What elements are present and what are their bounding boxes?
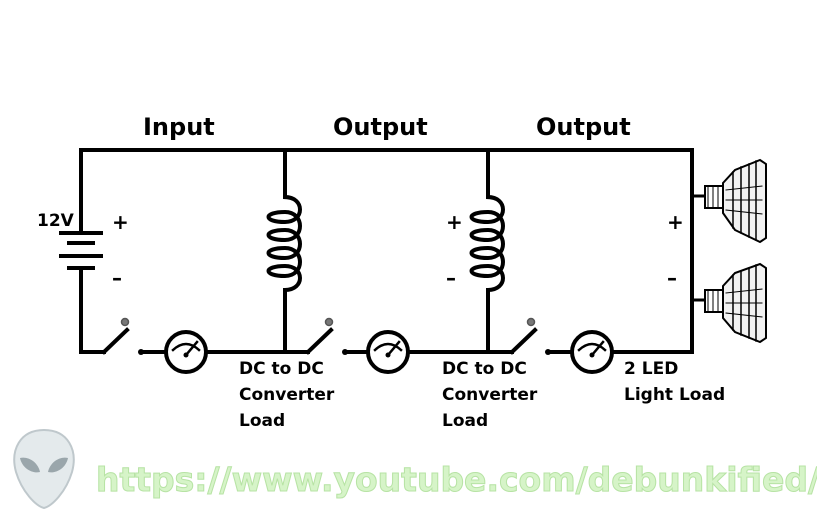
label-line: Converter bbox=[442, 385, 538, 405]
led-bulb-icon bbox=[704, 262, 767, 344]
led-bulb-icon bbox=[704, 158, 767, 244]
battery-plus-sign: + bbox=[112, 210, 129, 234]
converter-1-load-label: DC to DC Converter Load bbox=[239, 356, 334, 434]
led-minus-sign: – bbox=[667, 266, 677, 290]
label-line: Load bbox=[442, 411, 489, 431]
ammeter-icon bbox=[164, 330, 208, 374]
coil-minus-sign: – bbox=[446, 266, 456, 290]
switch-icon bbox=[509, 317, 551, 355]
coil-icon bbox=[469, 194, 505, 307]
label-line: DC to DC bbox=[239, 359, 324, 379]
watermark-url: https://www.youtube.com/debunkified/ bbox=[95, 460, 817, 500]
coil-icon bbox=[266, 194, 302, 307]
label-line: 2 LED bbox=[624, 359, 679, 379]
ammeter-icon bbox=[570, 330, 614, 374]
led-load-label: 2 LED Light Load bbox=[624, 356, 725, 408]
section-title-output-2: Output bbox=[536, 113, 631, 141]
converter-2-load-label: DC to DC Converter Load bbox=[442, 356, 537, 434]
section-title-input: Input bbox=[143, 113, 215, 141]
label-line: Converter bbox=[239, 385, 335, 405]
battery-minus-sign: – bbox=[112, 266, 122, 290]
ammeter-icon bbox=[366, 330, 410, 374]
label-line: DC to DC bbox=[442, 359, 527, 379]
battery-icon bbox=[59, 231, 103, 270]
label-line: Load bbox=[239, 411, 286, 431]
alien-logo-icon bbox=[13, 428, 75, 510]
coil-plus-sign: + bbox=[446, 210, 463, 234]
battery-voltage-label: 12V bbox=[37, 211, 74, 231]
label-line: Light Load bbox=[624, 385, 726, 405]
switch-icon bbox=[305, 317, 348, 355]
led-plus-sign: + bbox=[667, 210, 684, 234]
switch-icon bbox=[101, 317, 144, 355]
section-title-output-1: Output bbox=[333, 113, 428, 141]
